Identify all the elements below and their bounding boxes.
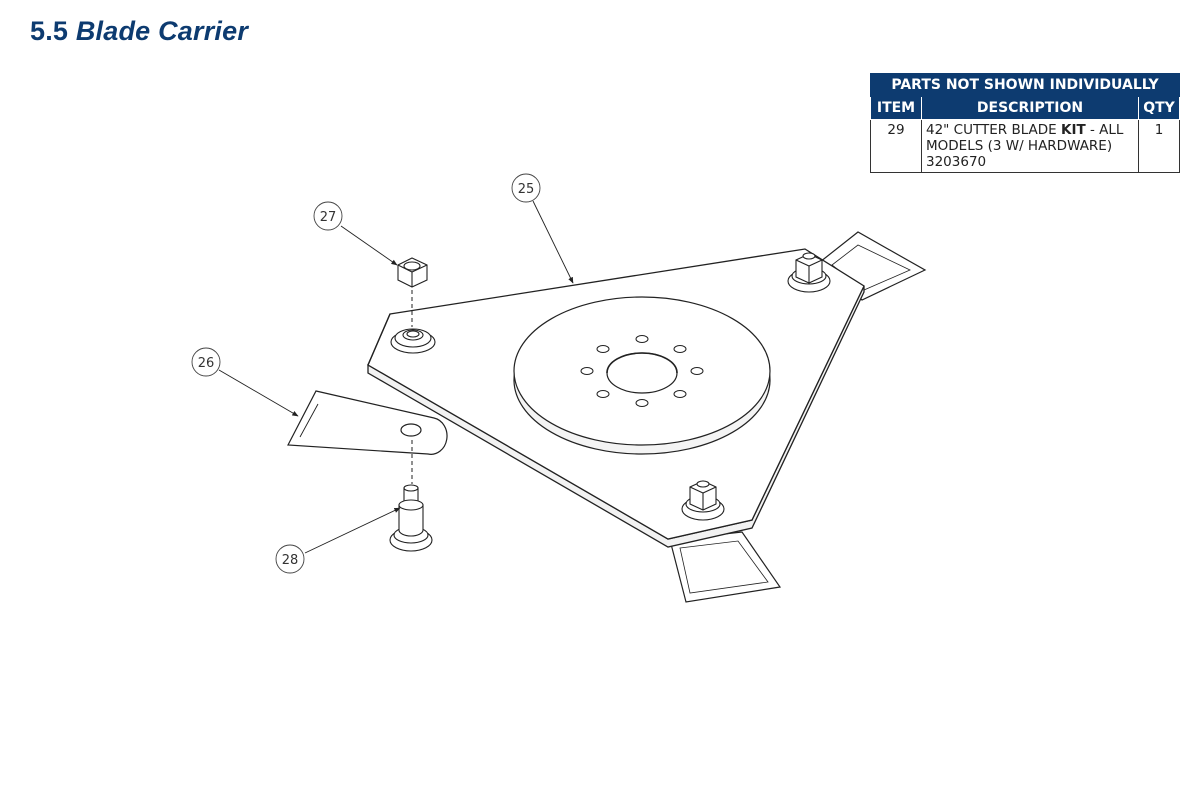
column-header-qty: QTY — [1138, 96, 1180, 120]
description-text: 42" CUTTER BLADE — [926, 122, 1061, 138]
leader-lines — [218, 200, 574, 554]
callout-27: 27 — [313, 201, 343, 231]
table-header-row: ITEM DESCRIPTION QTY — [870, 96, 1180, 120]
table-banner-row: PARTS NOT SHOWN INDIVIDUALLY — [870, 73, 1180, 97]
section-number: 5.5 — [30, 16, 69, 46]
column-header-description: DESCRIPTION — [921, 96, 1139, 120]
nut-assembly-bottom — [681, 480, 725, 521]
callout-28: 28 — [275, 544, 305, 574]
bolt-part-28 — [389, 484, 433, 552]
section-title: Blade Carrier — [75, 16, 249, 46]
leader-26 — [218, 369, 299, 417]
leader-28 — [304, 507, 401, 554]
column-header-item: ITEM — [870, 96, 922, 120]
page-title: 5.5 Blade Carrier — [30, 16, 248, 47]
item-cell: 29 — [870, 119, 922, 173]
leader-27 — [340, 225, 398, 266]
callout-25: 25 — [511, 173, 541, 203]
hex-nut-part-27 — [397, 257, 428, 288]
description-cell: 42" CUTTER BLADE KIT - ALL MODELS (3 W/ … — [921, 119, 1139, 173]
nut-assembly-top-right — [787, 252, 831, 293]
description-text-rest: - ALL MODELS (3 W/ HARDWARE) — [926, 122, 1124, 154]
leader-25 — [532, 200, 574, 284]
table-row: 29 42" CUTTER BLADE KIT - ALL MODELS (3 … — [870, 119, 1180, 173]
left-corner-washer — [390, 328, 436, 354]
part-number: 3203670 — [926, 154, 987, 170]
callout-26: 26 — [191, 347, 221, 377]
parts-table: PARTS NOT SHOWN INDIVIDUALLY ITEM DESCRI… — [870, 73, 1180, 173]
callout-25-label: 25 — [518, 182, 535, 197]
blade-part-26 — [287, 390, 448, 455]
callout-26-label: 26 — [198, 356, 215, 371]
bolt-hole-circle — [580, 335, 704, 407]
description-bold: KIT — [1061, 122, 1086, 138]
qty-cell: 1 — [1138, 119, 1180, 173]
callout-27-label: 27 — [320, 210, 337, 225]
table-banner: PARTS NOT SHOWN INDIVIDUALLY — [870, 73, 1180, 97]
hub-disc — [513, 296, 771, 455]
callout-28-label: 28 — [282, 553, 299, 568]
